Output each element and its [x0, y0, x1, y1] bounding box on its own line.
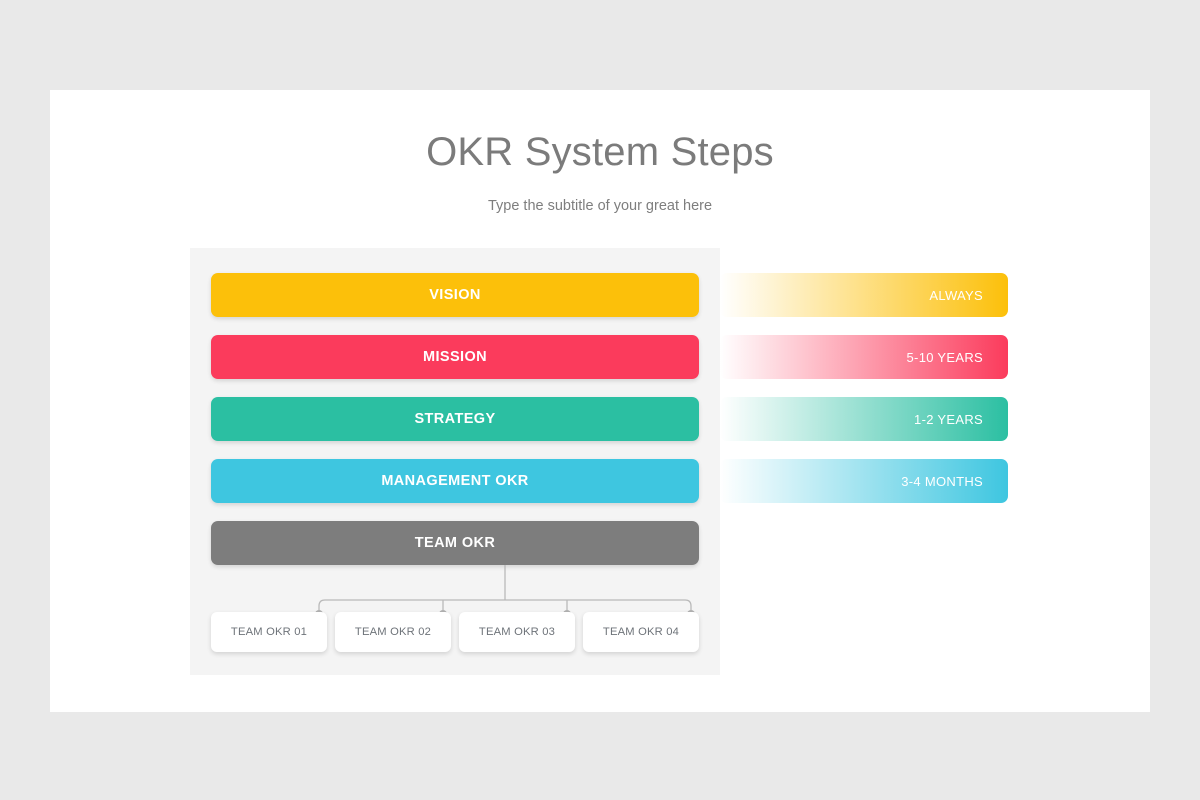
timeframe-bar-label: ALWAYS — [929, 287, 983, 303]
step-bar-label: MISSION — [422, 349, 488, 365]
timeframe-bar-strategy[interactable]: 1-2 YEARS — [720, 397, 1008, 441]
team-okr-card-label: TEAM OKR 02 — [354, 626, 432, 638]
step-bar-vision[interactable]: VISION — [211, 273, 699, 317]
timeframe-bar-label: 3-4 MONTHS — [901, 473, 983, 489]
step-bar-label: VISION — [429, 287, 481, 303]
timeframe-bar-label: 5-10 YEARS — [906, 349, 983, 365]
team-okr-card-label: TEAM OKR 03 — [478, 626, 556, 638]
timeframe-bar-management-okr[interactable]: 3-4 MONTHS — [720, 459, 1008, 503]
slide-canvas: OKR System Steps Type the subtitle of yo… — [50, 90, 1150, 712]
step-bar-mission[interactable]: MISSION — [211, 335, 699, 379]
step-bar-team-okr[interactable]: TEAM OKR — [211, 521, 699, 565]
step-bar-management-okr[interactable]: MANAGEMENT OKR — [211, 459, 699, 503]
page-title: OKR System Steps — [426, 130, 774, 174]
team-okr-card-1[interactable]: TEAM OKR 01 — [211, 612, 327, 652]
timeframe-bar-vision[interactable]: ALWAYS — [720, 273, 1008, 317]
team-okr-card-label: TEAM OKR 01 — [230, 626, 308, 638]
page-subtitle: Type the subtitle of your great here — [487, 198, 713, 214]
step-bar-label: TEAM OKR — [414, 535, 496, 551]
connector-bus — [318, 599, 692, 612]
team-okr-card-3[interactable]: TEAM OKR 03 — [459, 612, 575, 652]
team-okr-card-2[interactable]: TEAM OKR 02 — [335, 612, 451, 652]
step-bar-label: MANAGEMENT OKR — [381, 473, 529, 489]
timeframe-bar-label: 1-2 YEARS — [914, 411, 983, 427]
timeframe-bar-mission[interactable]: 5-10 YEARS — [720, 335, 1008, 379]
team-okr-card-label: TEAM OKR 04 — [602, 626, 680, 638]
team-okr-card-4[interactable]: TEAM OKR 04 — [583, 612, 699, 652]
step-bar-strategy[interactable]: STRATEGY — [211, 397, 699, 441]
step-bar-label: STRATEGY — [414, 411, 496, 427]
